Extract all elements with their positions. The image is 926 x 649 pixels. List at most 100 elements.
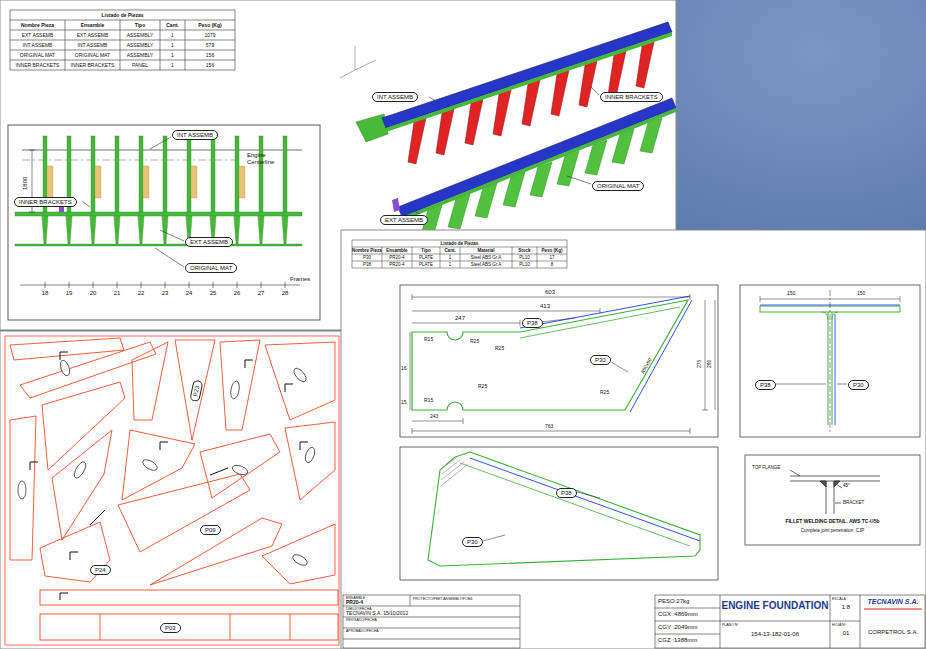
drawing-label: Steel ABS Gr.A: [460, 261, 512, 268]
drawing-label: Listado de Piezas: [10, 10, 235, 20]
drawing-label: Peso (Kg): [537, 247, 567, 254]
drawing-label: 154-13-182-01-06: [720, 631, 830, 638]
drawing-label: 1: [160, 30, 185, 40]
drawing-label: INT ASSEMB: [10, 40, 65, 50]
drawing-label: 1: [160, 50, 185, 60]
drawing-label: INNER BRACKETS: [65, 60, 120, 70]
drawing-label: Stock: [512, 247, 537, 254]
callout-tag: P30: [590, 355, 611, 365]
callout-tag: P38: [755, 380, 776, 390]
drawing-label: PR20-4: [382, 254, 412, 261]
drawing-label: BRACKET: [843, 500, 864, 505]
drawing-label: 1:8: [832, 604, 860, 611]
drawing-label: Ensamble: [382, 247, 412, 254]
drawing-label: P30: [352, 254, 382, 261]
drawing-label: EXT ASSEMB: [65, 30, 120, 40]
drawing-label: ORIGINAL MAT: [10, 50, 65, 60]
callout-text: INT ASSEMB: [377, 94, 413, 100]
drawing-label: 20: [87, 289, 99, 297]
drawing-label: 26: [231, 289, 243, 297]
drawing-label: PANEL: [120, 60, 160, 70]
callout-text: INT ASSEMB: [177, 132, 213, 138]
callout-text: P38: [760, 382, 771, 388]
drawing-label: Peso (Kg): [185, 20, 235, 30]
drawing-label: PLATE: [412, 261, 440, 268]
drawing-label: 24: [183, 289, 195, 297]
drawing-label: 150: [857, 291, 865, 297]
drawing-label: PL10: [512, 261, 537, 268]
drawing-label: PESO:27kg: [658, 598, 689, 605]
drawing-label: 1: [160, 60, 185, 70]
drawing-label: 275: [697, 360, 703, 368]
drawing-label: 150: [787, 291, 795, 297]
drawing-label: 8: [537, 261, 567, 268]
drawing-label: Engine Centerline: [247, 152, 279, 166]
callout-tag: P38: [556, 488, 577, 498]
drawing-label: Ensamble: [65, 20, 120, 30]
callout-tag: INNER BRACKETS: [600, 92, 663, 102]
drawing-label: 247: [455, 315, 465, 322]
drawing-label: ASSEMBLY: [120, 40, 160, 50]
drawing-label: PR20-4: [346, 600, 363, 606]
drawing-label: CGZ :1388mm: [658, 637, 697, 644]
drawing-label: CGX :4869mm: [658, 611, 698, 618]
drawing-label: TOP FLANGE: [752, 465, 780, 470]
sheet-nesting: [0, 331, 345, 649]
callout-tag: P38: [522, 318, 543, 328]
callout-tag: P09: [200, 525, 221, 535]
drawing-label: 156: [185, 60, 235, 70]
drawing-label: 1: [440, 254, 460, 261]
callout-text: P30: [467, 539, 478, 545]
drawing-label: PLANO Nº: [722, 623, 739, 627]
drawing-label: P38: [352, 261, 382, 268]
callout-tag: INT ASSEMB: [372, 92, 418, 102]
drawing-label: Cant.: [160, 20, 185, 30]
drawing-label: PR20-4: [382, 261, 412, 268]
drawing-label: 23: [159, 289, 171, 297]
callout-text: ORIGINAL MAT: [597, 183, 639, 189]
drawing-label: TECNAVIN S.A.: [861, 598, 925, 606]
drawing-label: Tipo: [412, 247, 440, 254]
callout-text: ORIGINAL MAT: [190, 265, 232, 271]
drawing-label: INT ASSEMB: [65, 40, 120, 50]
drawing-label: ENGINE FOUNDATION: [720, 600, 830, 612]
callout-text: INNER BRACKETS: [19, 199, 72, 205]
callout-tag: ORIGINAL MAT: [185, 263, 237, 273]
drawing-label: 1: [440, 261, 460, 268]
drawing-label: R25: [470, 339, 479, 345]
callout-text: P09: [205, 527, 216, 533]
drawing-label: Nombre Pieza: [10, 20, 65, 30]
drawing-label: 45°: [843, 483, 850, 488]
drawing-label: 17: [537, 254, 567, 261]
drawing-label: HOJA Nº: [832, 623, 846, 627]
callout-tag: P03: [160, 623, 181, 633]
drawing-label: 19: [63, 289, 75, 297]
drawing-label: Tipo: [120, 20, 160, 30]
drawing-label: Complete joint penetration: CJP: [745, 528, 920, 533]
drawing-label: R25: [495, 346, 504, 352]
drawing-label: 18: [39, 289, 51, 297]
drawing-label: 22: [135, 289, 147, 297]
drawing-label: ASSEMBLY: [120, 30, 160, 40]
drawing-label: 603: [545, 289, 555, 296]
callout-text: P38: [527, 320, 538, 326]
drawing-label: CORPETROL S.A.: [861, 629, 925, 636]
callout-text: P24: [95, 567, 106, 573]
callout-text: EXT ASSEMB: [385, 217, 423, 223]
callout-tag: EXT ASSEMB: [185, 237, 233, 247]
drawing-label: ORIGINAL MAT: [65, 50, 120, 60]
callout-tag: P30: [462, 537, 483, 547]
drawing-label: 1800: [22, 177, 29, 190]
drawing-label: A50x50: [640, 357, 653, 375]
drawing-label: 27: [255, 289, 267, 297]
callout-text: P03: [165, 625, 176, 631]
callout-text: EXT ASSEMB: [190, 239, 228, 245]
drawing-label: R25: [600, 390, 609, 396]
drawing-label: REVISADO/FECHA: [346, 618, 377, 622]
callout-tag: P24: [90, 565, 111, 575]
drawing-label: 21: [111, 289, 123, 297]
drawing-label: 579: [185, 40, 235, 50]
drawing-label: Nombre Pieza: [352, 247, 382, 254]
callout-tag: INT ASSEMB: [172, 130, 218, 140]
